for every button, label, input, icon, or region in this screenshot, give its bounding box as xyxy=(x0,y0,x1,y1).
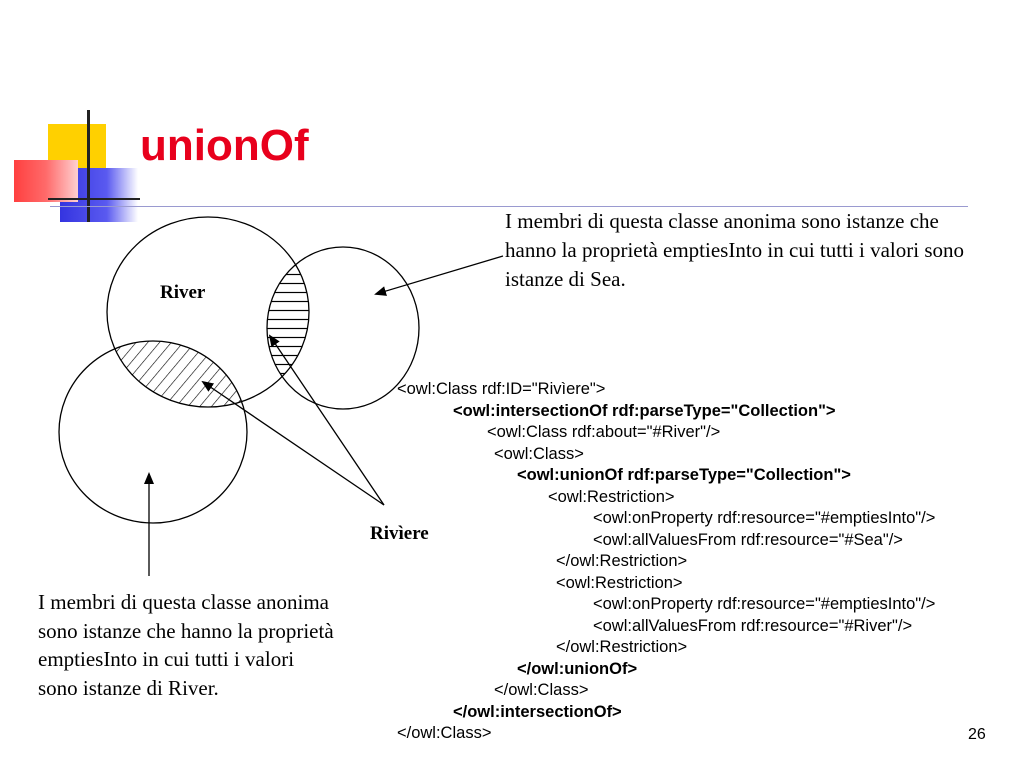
title-rule xyxy=(50,206,968,207)
code-line: <owl:Class> xyxy=(494,444,584,463)
riviere-label: Rivìere xyxy=(370,523,429,544)
arrow-top-note xyxy=(374,255,504,296)
slide-title: unionOf xyxy=(140,121,309,170)
arrow-riviere-2 xyxy=(201,380,385,506)
decor-red-square xyxy=(14,160,78,202)
sea-restriction-circle xyxy=(266,246,420,410)
code-line: <owl:Restriction> xyxy=(548,487,675,506)
code-line: <owl:allValuesFrom rdf:resource="#River"… xyxy=(593,616,913,635)
hatch-river-sea xyxy=(267,247,309,407)
code-line: </owl:unionOf> xyxy=(517,659,638,678)
code-line: </owl:intersectionOf> xyxy=(453,702,622,721)
code-line: <owl:intersectionOf rdf:parseType="Colle… xyxy=(453,401,836,420)
river-restriction-circle xyxy=(58,340,248,524)
river-label: River xyxy=(160,282,206,303)
code-line: <owl:allValuesFrom rdf:resource="#Sea"/> xyxy=(593,530,903,549)
code-line: </owl:Class> xyxy=(397,724,492,742)
river-circle xyxy=(106,216,310,408)
code-line: <owl:Restriction> xyxy=(556,573,683,592)
code-line: <owl:onProperty rdf:resource="#emptiesIn… xyxy=(593,509,936,527)
code-line: </owl:Class> xyxy=(494,681,589,699)
bottom-note: I membri di questa classe anonima sono i… xyxy=(38,590,334,700)
code-line: </owl:Restriction> xyxy=(556,552,688,570)
decor-horizontal-line xyxy=(48,198,140,200)
code-line: <owl:onProperty rdf:resource="#emptiesIn… xyxy=(593,595,936,613)
code-line: <owl:Class rdf:about="#River"/> xyxy=(487,423,721,441)
top-note: I membri di questa classe anonima sono i… xyxy=(505,209,964,291)
code-line: <owl:Class rdf:ID="Rivìere"> xyxy=(397,380,606,398)
page-number: 26 xyxy=(968,726,986,743)
code-line: </owl:Restriction> xyxy=(556,638,688,656)
code-line: <owl:unionOf rdf:parseType="Collection"> xyxy=(517,466,851,484)
decor-vertical-line xyxy=(87,110,90,222)
arrow-riviere-1 xyxy=(268,334,385,506)
